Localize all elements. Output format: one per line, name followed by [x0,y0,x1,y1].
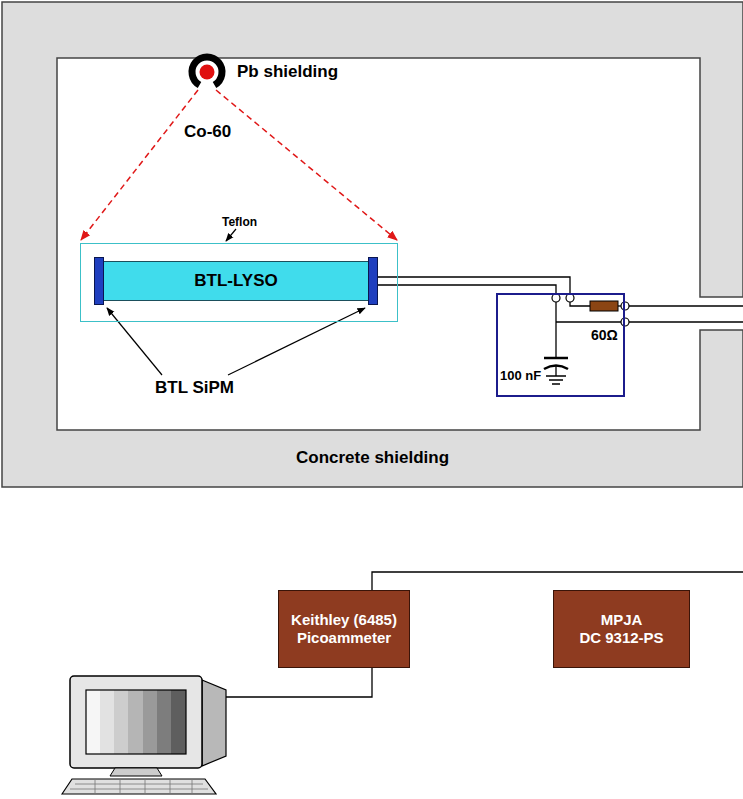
wire [556,321,621,322]
resistor-symbol [590,301,618,311]
wire [555,302,556,358]
cable [226,668,372,697]
capacitor-plate [544,357,568,360]
radiation-cone-line [216,90,397,240]
box-label: Picoammeter [297,629,391,647]
text-holder: Concrete shielding [2,448,743,468]
ground-symbol [546,376,566,384]
teflon-wrap: TeflonBTL-LYSO [80,243,398,322]
screen-stripe [143,690,158,754]
cable [372,572,743,590]
sipm-block [94,257,104,305]
screen-stripe [114,690,129,754]
output-wire [629,321,743,322]
terminal [552,294,560,302]
keyboard [62,779,216,794]
concrete-wall [2,2,743,487]
monitor-body [70,676,202,768]
screen-frame [86,690,186,754]
text-holder: DC 9312-PS [579,629,663,647]
radiation-cone-line [81,90,198,240]
box-label: MPJA [601,611,643,629]
cobalt-source [200,65,215,80]
box-label: Teflon [222,215,257,229]
text-holder: Co-60 [184,122,231,142]
screen-stripe [171,690,186,754]
text-holder: BTL-LYSO [194,271,277,291]
text-holder: 60Ω [591,326,618,344]
picoammeter-box: Keithley (6485)Picoammeter [278,590,410,668]
box-label: Keithley (6485) [291,611,397,629]
part-label: Pb shielding [237,62,338,82]
leader-line [107,308,162,375]
text-holder: MPJA [601,611,643,629]
terminal [621,302,629,310]
lyso-crystal-bar: BTL-LYSO [98,261,374,301]
text-holder: Pb shielding [237,62,338,82]
leader-line [226,229,236,241]
output-wire [629,305,743,306]
readout-circuit-box: 100 nF 60Ω [496,293,625,397]
box-label: 60Ω [591,327,618,344]
box-label: Concrete shielding [296,448,449,468]
monitor-stand [110,768,162,776]
leader-line [228,308,365,375]
concrete-shielding: Concrete shieldingTeflonBTL-LYSO100 nF60… [2,2,743,487]
signal-wire [374,277,570,293]
computer-icon [62,676,226,794]
lead-shield [192,57,222,85]
keyboard-keys [70,779,208,794]
text-holder: Picoammeter [297,629,391,647]
monitor-side [202,680,226,766]
screen-stripe [157,690,172,754]
circuit-wiring [226,285,743,697]
text-holder: Teflon [222,212,257,230]
terminal [566,294,574,302]
text-holder: Keithley (6485) [291,611,397,629]
wire [570,302,590,306]
part-label: Co-60 [184,122,231,142]
text-holder: BTL SiPM [155,378,234,398]
screen-stripe [128,690,143,754]
power-supply-box: MPJADC 9312-PS [553,590,690,668]
screen-stripe [100,690,115,754]
text-holder: 100 nF [500,366,541,384]
terminal [621,318,629,326]
part-label: BTL SiPM [155,378,234,398]
screen-stripe [86,690,101,754]
wire [555,366,556,376]
sipm-block [368,257,378,305]
box-label: 100 nF [500,368,541,384]
box-label: BTL-LYSO [194,271,277,291]
box-label: DC 9312-PS [579,629,663,647]
